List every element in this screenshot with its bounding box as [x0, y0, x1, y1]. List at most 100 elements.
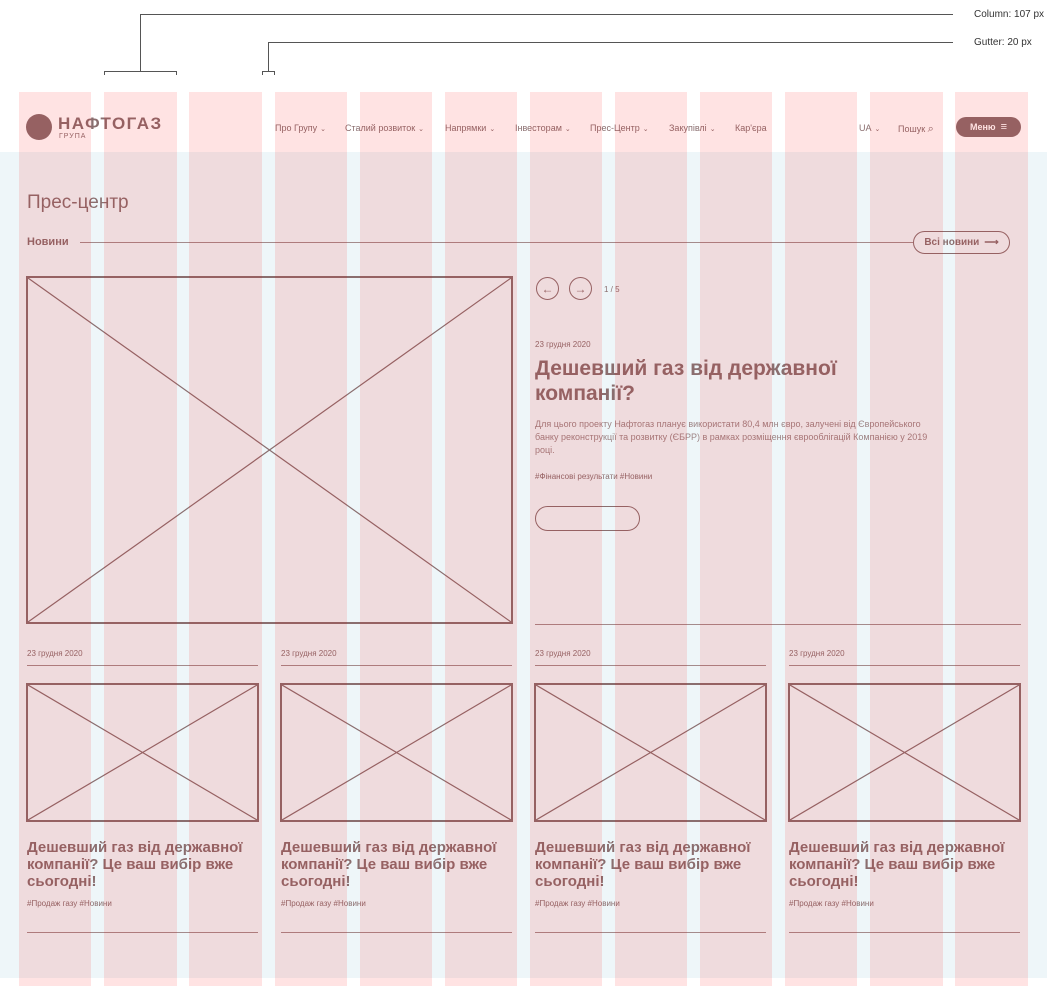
- grid-column: [445, 92, 517, 986]
- logo-icon[interactable]: [26, 114, 52, 140]
- grid-column: [104, 92, 177, 986]
- card-bottom-divider: [789, 932, 1020, 933]
- chevron-down-icon: ⌄: [874, 126, 881, 133]
- gutter-annotation-line-vertical: [268, 42, 269, 71]
- grid-column: [19, 92, 91, 986]
- card-divider: [789, 665, 1020, 666]
- nav-item-career[interactable]: Кар'єра: [735, 123, 767, 133]
- chevron-down-icon: ⌄: [489, 126, 496, 133]
- grid-column: [360, 92, 432, 986]
- grid-column: [785, 92, 857, 986]
- grid-column: [530, 92, 602, 986]
- prev-slide-button[interactable]: ←: [536, 277, 559, 300]
- image-placeholder-icon: [282, 685, 511, 820]
- menu-button[interactable]: Меню ≡: [956, 117, 1021, 137]
- image-placeholder-icon: [790, 685, 1019, 820]
- card-tags[interactable]: #Продаж газу #Новини: [281, 899, 366, 908]
- column-annotation-line-vertical: [140, 14, 141, 71]
- gutter-bracket-left: [262, 71, 263, 75]
- chevron-down-icon: ⌄: [320, 126, 327, 133]
- nav-label: Напрямки: [445, 123, 487, 133]
- grid-column: [870, 92, 943, 986]
- card-date: 23 грудня 2020: [535, 649, 591, 658]
- image-placeholder-icon: [28, 685, 257, 820]
- section-label: Новини: [27, 236, 69, 248]
- search-label: Пошук: [898, 124, 926, 134]
- nav-item-about[interactable]: Про Групу⌄: [275, 123, 326, 133]
- card-image-placeholder[interactable]: [788, 683, 1021, 822]
- card-tags[interactable]: #Продаж газу #Новини: [27, 899, 112, 908]
- arrow-left-icon: ←: [541, 281, 554, 296]
- menu-label: Меню: [969, 122, 996, 132]
- column-annotation-line: [140, 14, 953, 15]
- card-divider: [281, 665, 512, 666]
- gutter-bracket-right: [274, 71, 275, 75]
- gutter-bracket: [262, 71, 275, 72]
- card-bottom-divider: [27, 932, 258, 933]
- featured-divider: [535, 624, 1021, 625]
- nav-label: Сталий розвиток: [345, 123, 416, 133]
- search-button[interactable]: Пошук ⌕: [898, 123, 934, 136]
- grid-column: [955, 92, 1028, 986]
- column-annotation-label: Column: 107 px: [974, 9, 1045, 20]
- nav-item-procurement[interactable]: Закупівлі⌄: [669, 123, 716, 133]
- column-bracket-left: [104, 71, 105, 75]
- language-selector[interactable]: UA⌄: [859, 123, 880, 133]
- nav-item-press-center[interactable]: Прес-Центр⌄: [590, 123, 649, 133]
- hamburger-icon: ≡: [1000, 121, 1008, 133]
- chevron-down-icon: ⌄: [564, 126, 571, 133]
- featured-tags[interactable]: #Фінансові результати #Новини: [535, 472, 653, 481]
- card-title[interactable]: Дешевший газ від державної компанії? Це …: [27, 839, 243, 890]
- card-date: 23 грудня 2020: [27, 649, 83, 658]
- grid-column: [615, 92, 687, 986]
- grid-column: [275, 92, 347, 986]
- arrow-right-icon: ⟶: [984, 237, 999, 248]
- all-news-button[interactable]: Всі новини ⟶: [913, 231, 1010, 254]
- column-bracket: [104, 71, 177, 72]
- card-bottom-divider: [535, 932, 766, 933]
- featured-image-placeholder[interactable]: [26, 276, 513, 624]
- card-image-placeholder[interactable]: [534, 683, 767, 822]
- gutter-annotation-label: Gutter: 20 px: [974, 37, 1032, 48]
- nav-item-investors[interactable]: Інвесторам⌄: [515, 123, 571, 133]
- grid-column: [700, 92, 772, 986]
- page-title: Прес-центр: [27, 192, 129, 213]
- featured-read-more-button[interactable]: [535, 506, 640, 531]
- logo-text[interactable]: НАФТОГАЗ: [58, 114, 163, 133]
- card-title[interactable]: Дешевший газ від державної компанії? Це …: [789, 839, 1005, 890]
- nav-label: Інвесторам: [515, 123, 562, 133]
- card-title[interactable]: Дешевший газ від державної компанії? Це …: [535, 839, 751, 890]
- logo-subtext: ГРУПА: [59, 133, 87, 140]
- featured-date: 23 грудня 2020: [535, 340, 591, 349]
- card-bottom-divider: [281, 932, 512, 933]
- nav-item-sustainability[interactable]: Сталий розвиток⌄: [345, 123, 424, 133]
- card-date: 23 грудня 2020: [789, 649, 845, 658]
- language-label: UA: [859, 123, 872, 133]
- next-slide-button[interactable]: →: [569, 277, 592, 300]
- gutter-annotation-line: [268, 42, 953, 43]
- nav-label: Прес-Центр: [590, 123, 640, 133]
- arrow-right-icon: →: [574, 281, 587, 296]
- slide-counter: 1 / 5: [604, 285, 620, 294]
- card-title[interactable]: Дешевший газ від державної компанії? Це …: [281, 839, 497, 890]
- page-background: [0, 152, 1047, 978]
- card-divider: [535, 665, 766, 666]
- featured-description: Для цього проекту Нафтогаз планує викори…: [535, 419, 928, 455]
- nav-label: Закупівлі: [669, 123, 707, 133]
- featured-title[interactable]: Дешевший газ від державної компанії?: [535, 357, 837, 405]
- card-tags[interactable]: #Продаж газу #Новини: [535, 899, 620, 908]
- card-divider: [27, 665, 258, 666]
- column-bracket-right: [176, 71, 177, 75]
- card-tags[interactable]: #Продаж газу #Новини: [789, 899, 874, 908]
- chevron-down-icon: ⌄: [642, 126, 649, 133]
- card-image-placeholder[interactable]: [280, 683, 513, 822]
- card-date: 23 грудня 2020: [281, 649, 337, 658]
- image-placeholder-icon: [536, 685, 765, 820]
- nav-label: Про Групу: [275, 123, 318, 133]
- image-placeholder-icon: [28, 278, 511, 622]
- card-image-placeholder[interactable]: [26, 683, 259, 822]
- chevron-down-icon: ⌄: [709, 126, 716, 133]
- search-icon: ⌕: [927, 123, 934, 135]
- nav-label: Кар'єра: [735, 123, 767, 133]
- nav-item-directions[interactable]: Напрямки⌄: [445, 123, 495, 133]
